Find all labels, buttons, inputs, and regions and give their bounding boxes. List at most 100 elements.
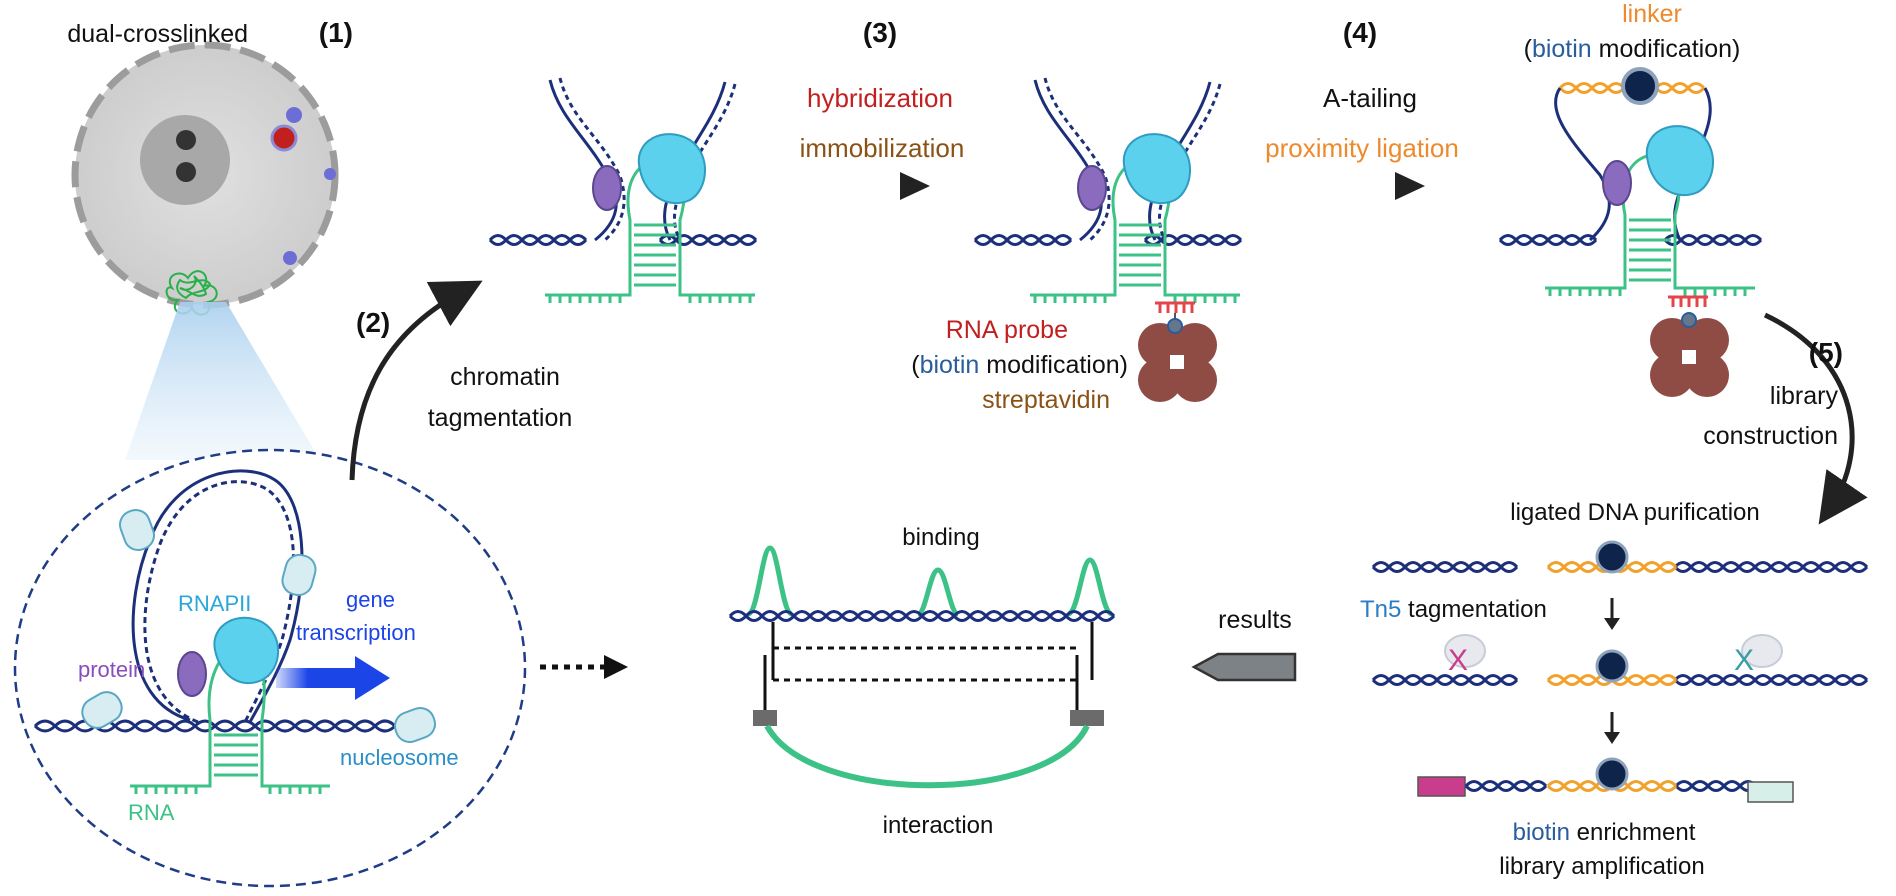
tn5-enzyme-right bbox=[1741, 634, 1783, 668]
complex-c-strand-left bbox=[1554, 87, 1611, 242]
anchor-right bbox=[1070, 710, 1104, 726]
step-5-arrow bbox=[1763, 312, 1868, 525]
complex-b-rna-rungs bbox=[1119, 223, 1161, 287]
complex-c-dna-left-b bbox=[1498, 234, 1598, 246]
complex-a-strand-right-b bbox=[673, 83, 737, 241]
complex-c-protein bbox=[1602, 160, 1632, 206]
dotted-arrow-group bbox=[540, 655, 628, 679]
blue-granule-2 bbox=[324, 168, 336, 180]
step-3-group: (3) hybridization immobilization bbox=[800, 17, 964, 200]
tn5-x-left: X bbox=[1448, 644, 1468, 677]
tagmentation-label: tagmentation bbox=[428, 404, 573, 432]
biotin-enrichment-label: biotin enrichment bbox=[1513, 819, 1696, 846]
interaction-label: interaction bbox=[883, 812, 994, 839]
protein-blob bbox=[177, 651, 207, 697]
paren-open-c: ( bbox=[1524, 35, 1533, 63]
linker-biotin-bead bbox=[1621, 67, 1659, 105]
step-2-group: (2) chromatin tagmentation bbox=[349, 280, 573, 481]
complex-b-strand-right-b bbox=[1158, 83, 1222, 241]
tn5-down-arrowhead bbox=[1604, 618, 1620, 630]
construction-label: construction bbox=[1703, 422, 1838, 450]
step-1-label: (1) bbox=[319, 17, 353, 48]
tn5-x-right: X bbox=[1734, 644, 1754, 677]
gene-label: gene bbox=[346, 587, 395, 612]
results-panel: binding interaction bbox=[728, 524, 1116, 839]
complex-a-rnapii bbox=[637, 133, 706, 205]
ligated-dna-purification-label: ligated DNA purification bbox=[1510, 499, 1759, 526]
rnapii-label: RNAPII bbox=[178, 591, 251, 616]
nucleus-panel: dual-crosslinked (1) bbox=[67, 17, 353, 460]
nucleolus-dot-1 bbox=[176, 130, 196, 150]
row-2-biotin-bead bbox=[1595, 649, 1629, 683]
blue-granule-3 bbox=[283, 251, 297, 265]
anchor-left bbox=[753, 710, 777, 726]
complex-c-rna-teeth bbox=[1548, 288, 1747, 296]
complex-a-dna-right-b bbox=[658, 234, 758, 246]
zoom-circle-panel: RNAPII gene transcription protein nucleo… bbox=[13, 448, 527, 888]
proximity-ligation-label: proximity ligation bbox=[1265, 133, 1459, 163]
interaction-ticks bbox=[763, 622, 1094, 710]
nucleolus-dot-2 bbox=[176, 162, 196, 182]
streptavidin-b bbox=[1138, 323, 1217, 402]
complex-b-protein bbox=[1077, 165, 1107, 211]
complex-a-strand-left-b bbox=[558, 77, 626, 242]
adapter-left bbox=[1417, 776, 1466, 797]
complex-a-protein bbox=[592, 165, 622, 211]
nucleosome-2 bbox=[281, 553, 317, 597]
dotted-arrowhead bbox=[604, 655, 628, 679]
adapter-right bbox=[1747, 781, 1794, 803]
complex-b-rnapii bbox=[1122, 133, 1191, 205]
gene-transcription-arrow-shaft bbox=[276, 668, 356, 688]
tn5-tagmentation-label: Tn5 tagmentation bbox=[1360, 596, 1547, 623]
complex-b-dna-right-b bbox=[1143, 234, 1243, 246]
complex-c-dna-right-b bbox=[1663, 234, 1763, 246]
complex-b-strand-left-b bbox=[1043, 77, 1111, 242]
chromatin-label: chromatin bbox=[450, 363, 560, 391]
nucleolus bbox=[140, 115, 230, 205]
library-row-1 bbox=[1371, 540, 1869, 574]
transcription-label: transcription bbox=[296, 620, 416, 645]
complex-c-rna-rungs bbox=[1629, 218, 1671, 282]
paren-open-b: ( bbox=[911, 351, 920, 379]
biotin-dot-b bbox=[1167, 318, 1183, 334]
hybridization-label: hybridization bbox=[807, 83, 953, 113]
library-panel: ligated DNA purification Tn5 tagmentatio… bbox=[1360, 499, 1869, 880]
amplify-down-arrowhead bbox=[1604, 732, 1620, 744]
biotin-word-c: biotin bbox=[1532, 35, 1592, 63]
gene-transcription-arrowhead bbox=[355, 656, 390, 700]
library-amplification-label: library amplification bbox=[1499, 853, 1704, 880]
row-1-biotin-bead bbox=[1595, 540, 1629, 574]
complex-b-strand-left bbox=[1033, 79, 1103, 242]
step-5-label: (5) bbox=[1809, 337, 1843, 368]
step-3-arrowhead bbox=[900, 172, 930, 200]
nucleosome-1 bbox=[119, 509, 155, 551]
complex-c-rnapii bbox=[1645, 125, 1714, 197]
step-2-label: (2) bbox=[356, 307, 390, 338]
step-4-label: (4) bbox=[1343, 17, 1377, 48]
tn5-word: Tn5 bbox=[1360, 596, 1401, 623]
biotin-word-enrich: biotin bbox=[1513, 819, 1570, 846]
step-5-group: (5) library construction bbox=[1703, 312, 1868, 525]
streptavidin-label: streptavidin bbox=[982, 386, 1110, 414]
tn5-tagmentation-rest: tagmentation bbox=[1401, 596, 1546, 623]
nucleosome-4 bbox=[394, 707, 436, 743]
biotin-dot-c bbox=[1681, 312, 1697, 328]
library-row-3 bbox=[1417, 757, 1794, 803]
binding-label: binding bbox=[902, 524, 979, 551]
protein-label: protein bbox=[78, 657, 145, 682]
blue-granule-1 bbox=[286, 107, 302, 123]
complex-c: linker (biotin modification) bbox=[1498, 0, 1763, 397]
red-granule bbox=[270, 124, 298, 152]
results-label: results bbox=[1218, 606, 1292, 634]
dual-crosslinked-label: dual-crosslinked bbox=[67, 20, 248, 48]
rnapii-blob bbox=[213, 616, 280, 685]
complex-b-probe bbox=[1155, 301, 1195, 313]
interaction-dashes bbox=[773, 646, 1077, 682]
biotin-modification-label-b: (biotin modification) bbox=[911, 351, 1128, 379]
results-dna bbox=[728, 610, 1116, 622]
a-tailing-label: A-tailing bbox=[1323, 83, 1417, 113]
row-3-biotin-bead bbox=[1595, 757, 1629, 791]
nucleosome-icons bbox=[81, 509, 436, 743]
results-group: results bbox=[1191, 606, 1297, 682]
